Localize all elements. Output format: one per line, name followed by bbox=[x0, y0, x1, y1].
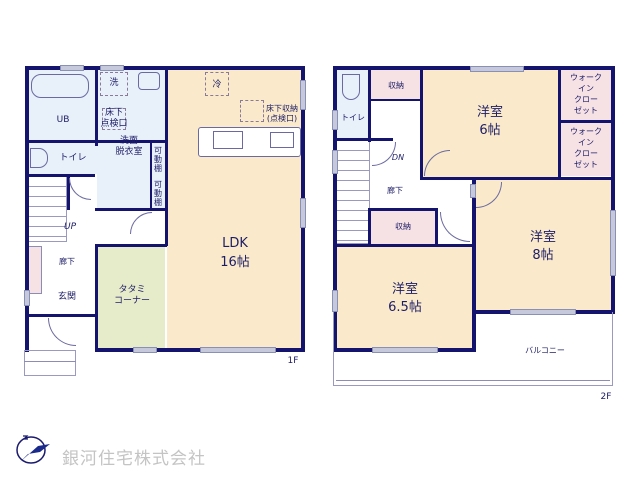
western-6-5-size: 6.5帖 bbox=[388, 300, 422, 315]
entrance-label: 玄関 bbox=[57, 292, 76, 302]
movable-shelf-label-2: 可 動 棚 bbox=[154, 180, 162, 207]
entrance-steps bbox=[24, 350, 76, 376]
ldk-size: 16帖 bbox=[220, 255, 250, 270]
storage-2 bbox=[370, 210, 436, 244]
walk-in-closet-1 bbox=[560, 70, 612, 120]
company-logo: 銀河住宅株式会社 bbox=[14, 432, 224, 469]
ub-label: UB bbox=[56, 115, 70, 125]
floor-label-2f: 2F bbox=[600, 392, 612, 402]
underfloor-hatch bbox=[102, 108, 126, 130]
hallway-label-2f: 廊下 bbox=[387, 186, 403, 195]
storage-label-2: 収納 bbox=[395, 222, 411, 231]
western-6-name: 洋室 bbox=[476, 105, 503, 120]
fridge-label: 冷 bbox=[212, 80, 222, 90]
storage-1 bbox=[370, 70, 420, 100]
kitchen-sink bbox=[213, 131, 243, 149]
bathtub bbox=[31, 74, 89, 98]
floor-label-1f: 1F bbox=[287, 356, 299, 366]
storage-label-1: 収納 bbox=[388, 81, 404, 90]
western-6-5-name: 洋室 bbox=[391, 282, 418, 297]
underfloor-storage-hatch bbox=[240, 100, 264, 122]
ldk-name: LDK bbox=[222, 236, 248, 251]
toilet-fixture-2f bbox=[342, 74, 360, 100]
walk-in-closet-2 bbox=[560, 122, 612, 176]
toilet-label-1f: トイレ bbox=[59, 153, 87, 163]
toilet-label-2f: トイレ bbox=[341, 113, 365, 122]
floor-plan-2f: トイレ 収納 洋室 6帖 ウォーク イン クロー ゼット ウォーク イン クロー… bbox=[332, 66, 616, 402]
stove bbox=[270, 132, 294, 148]
underfloor-storage-label: 床下収納 (点検口) bbox=[266, 104, 298, 123]
balcony-label: バルコニー bbox=[525, 346, 565, 355]
balcony bbox=[333, 312, 613, 386]
western-8-name: 洋室 bbox=[529, 230, 556, 245]
tatami-label: タタミ コーナー bbox=[113, 285, 150, 306]
floor-plan-1f: 洗 UB 床下 点検口 トイレ 洗面 脱衣室 可 動 棚 可 動 棚 冷 床下収… bbox=[0, 0, 320, 400]
western-6-size: 6帖 bbox=[479, 123, 501, 138]
western-room-8 bbox=[474, 180, 612, 312]
company-name: 銀河住宅株式会社 bbox=[62, 449, 206, 469]
wash-label: 洗 bbox=[109, 78, 119, 88]
stairs-2f bbox=[336, 140, 370, 244]
western-8-size: 8帖 bbox=[532, 248, 554, 263]
toilet-1f bbox=[27, 142, 97, 174]
movable-shelf-label-1: 可 動 棚 bbox=[154, 146, 162, 173]
hallway-label-1f: 廊下 bbox=[59, 257, 75, 266]
bird-compass-logo-icon bbox=[16, 435, 50, 464]
stairs-down-label: DN bbox=[391, 153, 405, 162]
stairs-up-label: UP bbox=[63, 222, 76, 232]
washer-space bbox=[100, 72, 128, 96]
wic-label-1: ウォーク イン クロー ゼット bbox=[570, 73, 602, 115]
stairs-1f bbox=[27, 176, 67, 242]
dressing-label: 洗面 脱衣室 bbox=[115, 136, 143, 157]
washbasin bbox=[138, 72, 160, 90]
western-room-6-5 bbox=[336, 246, 474, 348]
toilet-fixture-1f bbox=[30, 148, 48, 168]
underfloor-check-label: 床下 点検口 bbox=[100, 108, 128, 129]
wic-label-2: ウォーク イン クロー ゼット bbox=[570, 127, 602, 169]
tatami-corner bbox=[97, 246, 165, 350]
ldk bbox=[167, 68, 303, 350]
fridge-space bbox=[205, 72, 229, 96]
